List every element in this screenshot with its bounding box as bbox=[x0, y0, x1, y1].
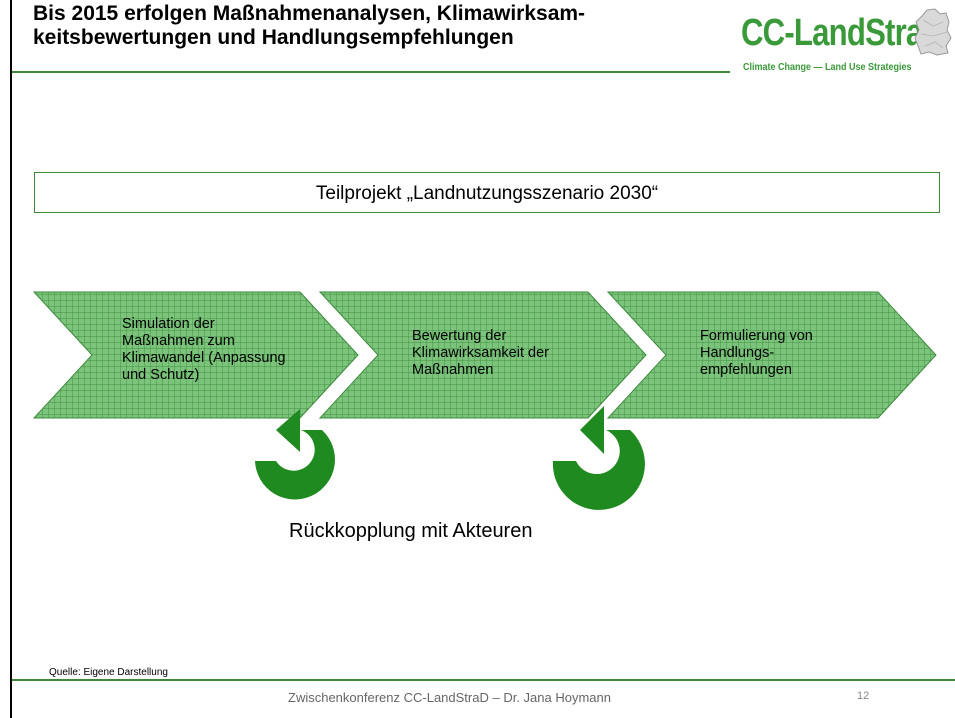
slide-title: Bis 2015 erfolgen Maßnahmenanalysen, Kli… bbox=[33, 2, 733, 50]
slide-title-line-1: Bis 2015 erfolgen Maßnahmenanalysen, Kli… bbox=[33, 2, 586, 25]
step-3-text: Formulierung von Handlungs- empfehlungen bbox=[700, 328, 813, 379]
step-1-line: Simulation der bbox=[122, 316, 215, 332]
page-number: 12 bbox=[857, 690, 870, 702]
footer-text: Zwischenkonferenz CC-LandStraD – Dr. Jan… bbox=[288, 690, 611, 705]
slide-left-border bbox=[10, 0, 12, 718]
step-1-line: Klimawandel (Anpassung bbox=[122, 350, 286, 366]
logo-wordmark: CC-LandStraD bbox=[741, 12, 945, 54]
subproject-box: Teilprojekt „Landnutzungsszenario 2030“ bbox=[34, 172, 940, 213]
step-1-text: Simulation der Maßnahmen zum Klimawandel… bbox=[122, 316, 286, 384]
project-logo: CC-LandStraD Climate Change — Land Use S… bbox=[735, 8, 953, 80]
step-3-line: Handlungs- bbox=[700, 345, 775, 361]
step-2-line: Maßnahmen bbox=[412, 362, 494, 378]
chevron-step-3 bbox=[606, 291, 937, 419]
footer-divider bbox=[12, 679, 955, 681]
source-note: Quelle: Eigene Darstellung bbox=[49, 667, 168, 678]
feedback-arrow-2-icon bbox=[552, 406, 645, 510]
germany-map-icon bbox=[914, 8, 952, 56]
step-3-line: Formulierung von bbox=[700, 328, 813, 344]
chevron-step-2 bbox=[318, 291, 647, 419]
subproject-label: Teilprojekt „Landnutzungsszenario 2030“ bbox=[315, 183, 659, 204]
feedback-label: Rückkopplung mit Akteuren bbox=[289, 520, 533, 542]
logo-tagline: Climate Change — Land Use Strategies bbox=[743, 62, 912, 73]
step-2-text: Bewertung der Klimawirksamkeit der Maßna… bbox=[412, 328, 549, 379]
step-3-line: empfehlungen bbox=[700, 362, 792, 378]
slide-title-line-2: keitsbewertungen und Handlungsempfehlung… bbox=[33, 26, 514, 49]
feedback-arrow-1-icon bbox=[255, 409, 335, 500]
step-2-line: Klimawirksamkeit der bbox=[412, 345, 549, 361]
title-underline bbox=[12, 71, 730, 73]
step-1-line: und Schutz) bbox=[122, 367, 200, 383]
step-1-line: Maßnahmen zum bbox=[122, 333, 235, 349]
step-2-line: Bewertung der bbox=[412, 328, 507, 344]
